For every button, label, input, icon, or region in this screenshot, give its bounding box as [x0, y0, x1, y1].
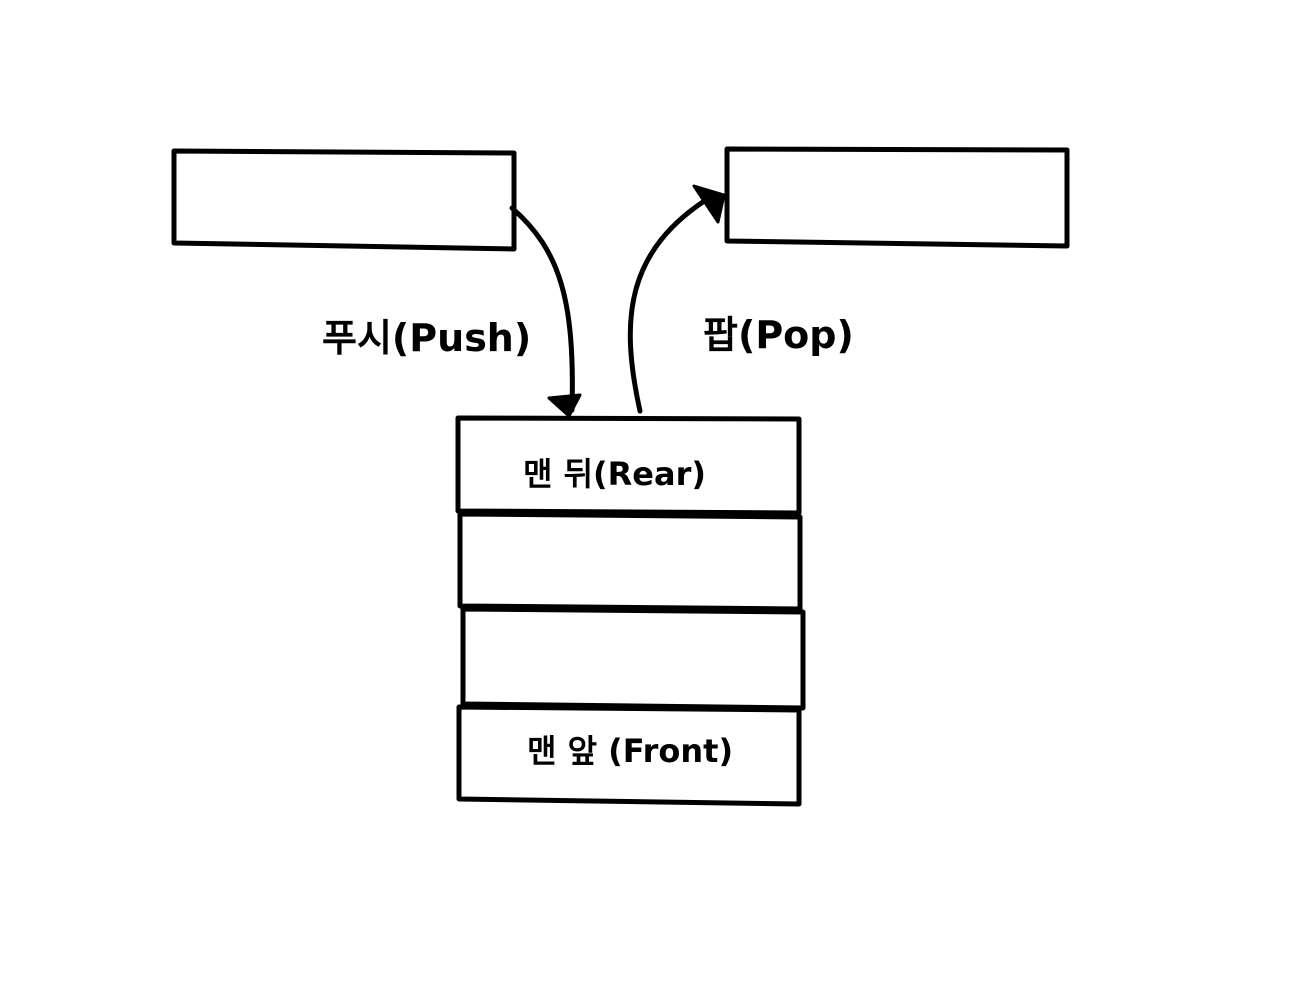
rear-label: 맨 뒤(Rear) [523, 455, 706, 493]
incoming-element-box [171, 148, 517, 252]
front-label: 맨 앞 (Front) [527, 732, 733, 770]
queue-cell-rear [455, 415, 802, 516]
queue-cell-3 [460, 606, 806, 711]
push-arrow [509, 205, 582, 418]
pop-arrow-head [692, 184, 726, 224]
push-label: 푸시(Push) [322, 316, 531, 360]
queue-stack [455, 415, 806, 807]
push-arrow-head [547, 393, 582, 418]
queue-cell-front [456, 704, 802, 807]
pop-label: 팝(Pop) [703, 313, 854, 357]
queue-cell-2 [457, 511, 803, 612]
pop-arrow-line [627, 193, 715, 414]
outgoing-element-box [724, 146, 1070, 249]
push-arrow-line [509, 205, 575, 413]
pop-arrow [627, 184, 726, 414]
